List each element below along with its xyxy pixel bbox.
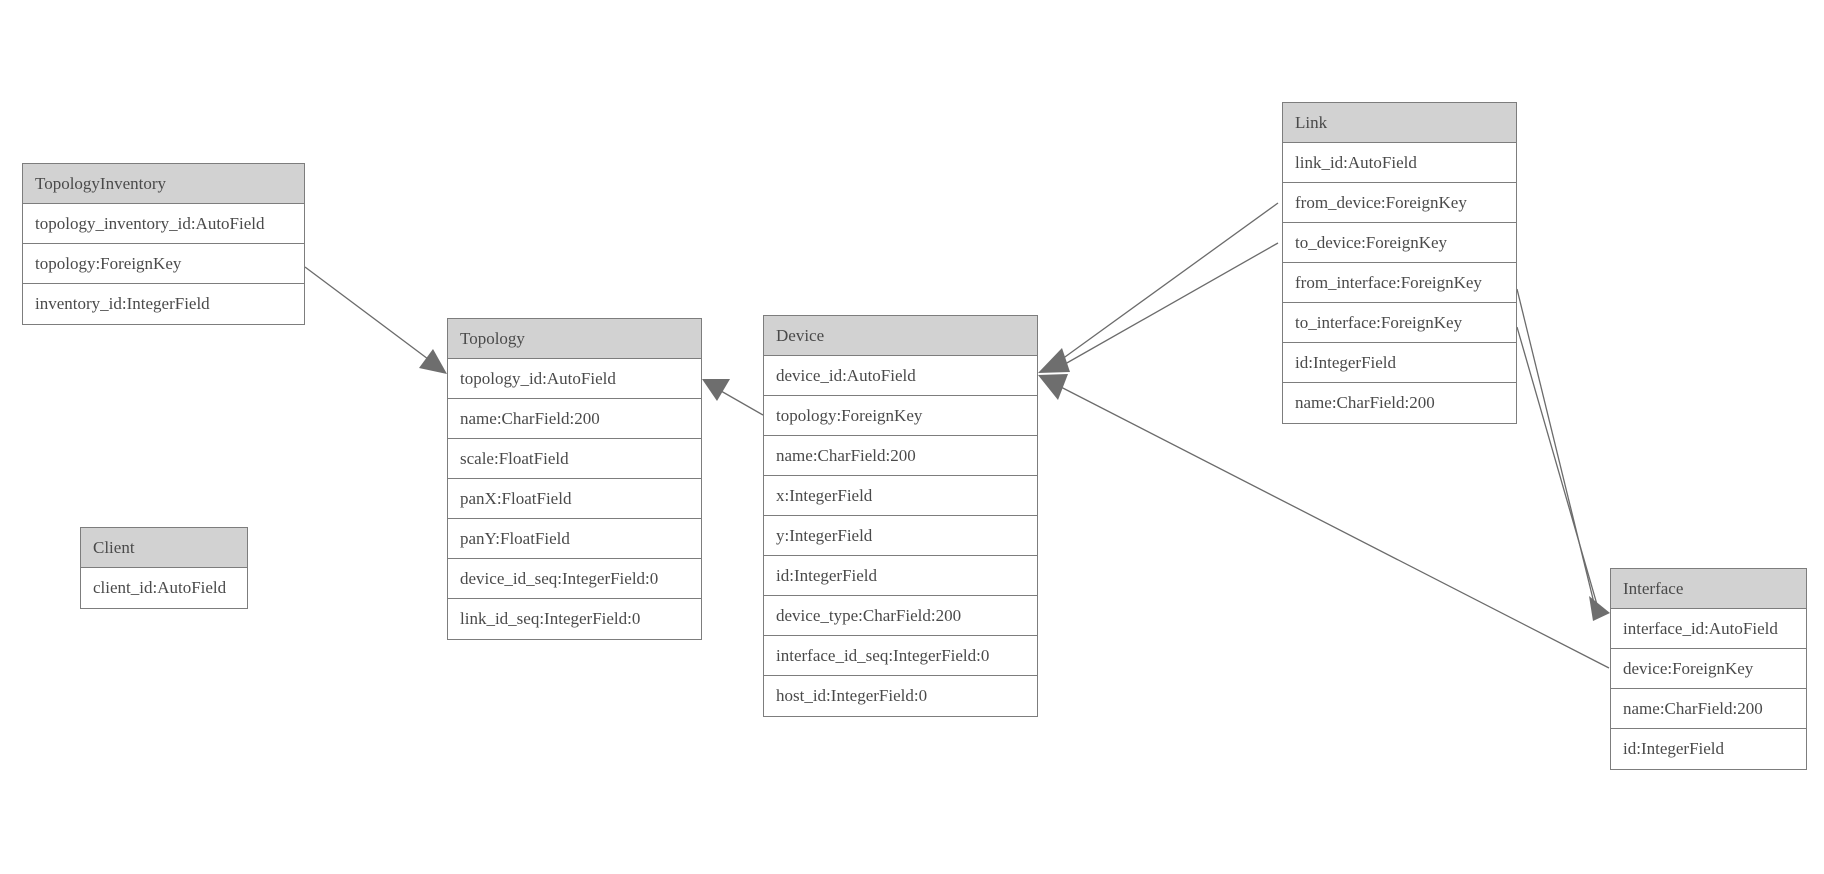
- field-row: interface_id:AutoField: [1611, 609, 1806, 649]
- arrowhead-device-upper: [1038, 348, 1070, 373]
- entity-table-interface: Interface interface_id:AutoField device:…: [1610, 568, 1807, 770]
- field-row: x:IntegerField: [764, 476, 1037, 516]
- arrowhead-topology-right: [702, 379, 730, 401]
- table-header-topologyinventory: TopologyInventory: [23, 164, 304, 204]
- entity-table-topologyinventory: TopologyInventory topology_inventory_id:…: [22, 163, 305, 325]
- field-row: link_id:AutoField: [1283, 143, 1516, 183]
- field-row: scale:FloatField: [448, 439, 701, 479]
- entity-table-topology: Topology topology_id:AutoField name:Char…: [447, 318, 702, 640]
- arrowhead-topology-left: [419, 349, 447, 374]
- table-header-interface: Interface: [1611, 569, 1806, 609]
- field-row: client_id:AutoField: [81, 568, 247, 608]
- field-row: link_id_seq:IntegerField:0: [448, 599, 701, 639]
- field-row: id:IntegerField: [1611, 729, 1806, 769]
- arrowhead-interface-left: [1589, 596, 1610, 621]
- edge-link-fromdevice-device: [1057, 202, 1279, 363]
- entity-table-link: Link link_id:AutoField from_device:Forei…: [1282, 102, 1517, 424]
- arrowhead-device-lower: [1038, 374, 1068, 400]
- field-row: topology_inventory_id:AutoField: [23, 204, 304, 244]
- edge-device-topology: [702, 379, 764, 416]
- field-row: topology_id:AutoField: [448, 359, 701, 399]
- field-row: id:IntegerField: [764, 556, 1037, 596]
- field-row: panX:FloatField: [448, 479, 701, 519]
- field-row: to_device:ForeignKey: [1283, 223, 1516, 263]
- field-row: from_device:ForeignKey: [1283, 183, 1516, 223]
- field-row: device:ForeignKey: [1611, 649, 1806, 689]
- entity-table-client: Client client_id:AutoField: [80, 527, 248, 609]
- field-row: from_interface:ForeignKey: [1283, 263, 1516, 303]
- field-row: to_interface:ForeignKey: [1283, 303, 1516, 343]
- field-row: interface_id_seq:IntegerField:0: [764, 636, 1037, 676]
- table-header-device: Device: [764, 316, 1037, 356]
- entity-table-device: Device device_id:AutoField topology:Fore…: [763, 315, 1038, 717]
- field-row: y:IntegerField: [764, 516, 1037, 556]
- field-row: topology:ForeignKey: [23, 244, 304, 284]
- field-row: panY:FloatField: [448, 519, 701, 559]
- field-row: name:CharField:200: [764, 436, 1037, 476]
- table-header-topology: Topology: [448, 319, 701, 359]
- edge-link-frominterface-interface: [1516, 288, 1595, 604]
- field-row: topology:ForeignKey: [764, 396, 1037, 436]
- field-row: name:CharField:200: [448, 399, 701, 439]
- field-row: inventory_id:IntegerField: [23, 284, 304, 324]
- field-row: host_id:IntegerField:0: [764, 676, 1037, 716]
- field-row: device_id_seq:IntegerField:0: [448, 559, 701, 599]
- field-row: name:CharField:200: [1611, 689, 1806, 729]
- field-row: id:IntegerField: [1283, 343, 1516, 383]
- edge-topologyinventory-topology: [304, 266, 447, 374]
- table-header-link: Link: [1283, 103, 1516, 143]
- edge-link-tointerface-interface: [1516, 326, 1610, 621]
- edge-link-todevice-device: [1038, 242, 1279, 373]
- field-row: name:CharField:200: [1283, 383, 1516, 423]
- table-header-client: Client: [81, 528, 247, 568]
- field-row: device_type:CharField:200: [764, 596, 1037, 636]
- field-row: device_id:AutoField: [764, 356, 1037, 396]
